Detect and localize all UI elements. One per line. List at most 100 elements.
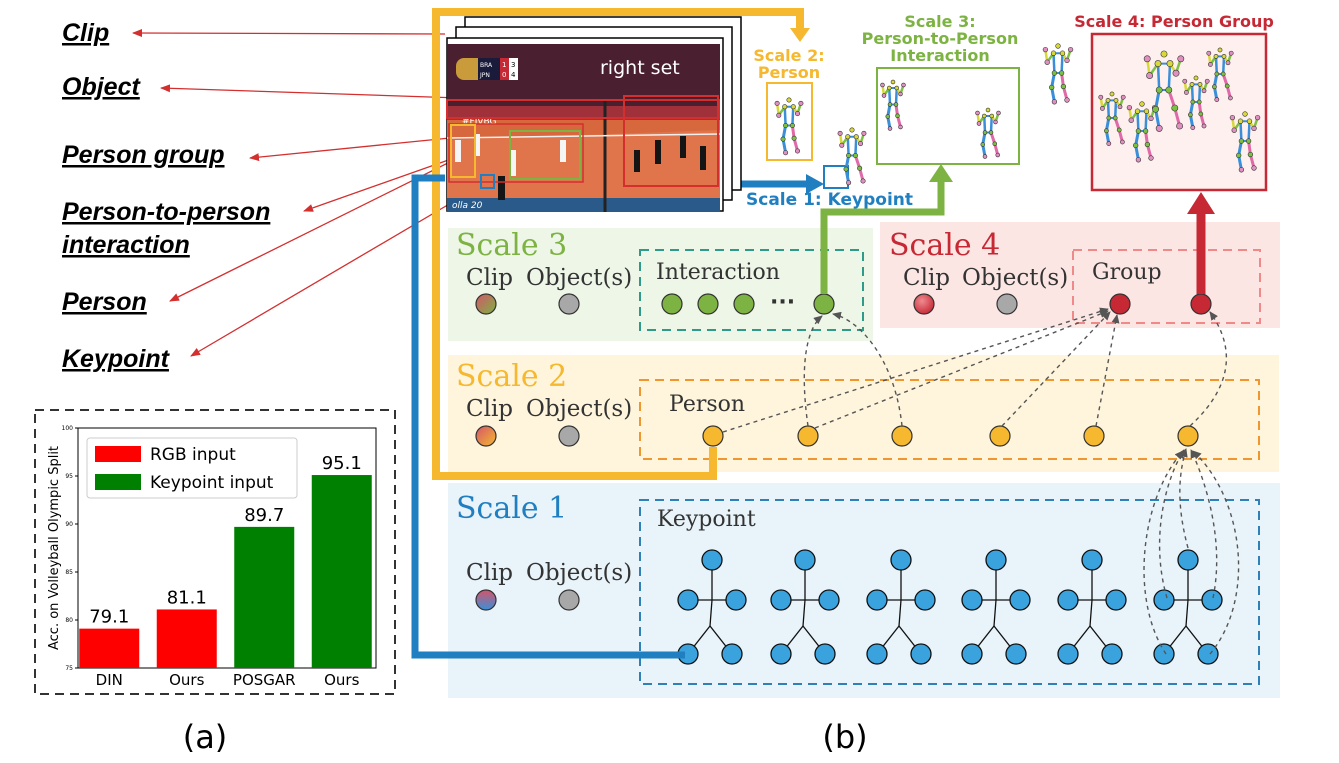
scale2-top-label-1: Scale 2: — [753, 46, 824, 65]
keypoint-node — [914, 589, 936, 611]
scale1-clip-node — [475, 589, 497, 611]
label-keypoint: Keypoint — [62, 345, 171, 373]
footer-text: olla 20 — [452, 201, 483, 211]
chart-bars: 79.181.189.795.1 — [79, 453, 372, 668]
score-team2: JPN — [479, 72, 490, 79]
label-object: Object — [62, 73, 141, 101]
keypoint-node — [1197, 643, 1219, 665]
blue-connector — [411, 174, 685, 659]
keypoint-dashed-box — [639, 499, 1260, 685]
person-bbox — [450, 124, 476, 178]
person-node — [1083, 425, 1105, 447]
score-2b: 4 — [511, 71, 516, 79]
person-node — [797, 425, 819, 447]
chart-y-tick-label: 95 — [65, 473, 73, 480]
chart-y-tick-label: 100 — [62, 425, 74, 432]
chart-bar — [156, 609, 217, 668]
arrow-person — [169, 151, 471, 302]
players-white — [455, 134, 566, 176]
keypoint-node — [866, 589, 888, 611]
label-p2p-line2: interaction — [62, 231, 190, 259]
keypoint-node — [814, 643, 836, 665]
scale3-panel — [448, 228, 873, 341]
chart-x-tick-label: DIN — [96, 671, 123, 689]
scale3-top-label-3: Interaction — [890, 46, 990, 65]
scale2-person-box — [766, 82, 813, 161]
label-p2p-line1: Person-to-person — [62, 198, 270, 226]
person-node — [1177, 425, 1199, 447]
edge-keypoint-to-person — [1158, 449, 1185, 599]
blue-arrowhead — [806, 174, 824, 194]
keypoint-node — [1057, 643, 1079, 665]
scale4-objects-label: Object(s) — [962, 265, 1068, 291]
scale1-title: Scale 1 — [456, 491, 567, 526]
scale4-title: Scale 4 — [889, 228, 1000, 263]
keypoint-node — [794, 549, 816, 571]
group-dashed-box — [1072, 249, 1261, 324]
keypoint-node — [1009, 589, 1031, 611]
keypoint-node — [1101, 643, 1123, 665]
caption-a: (a) — [183, 718, 228, 756]
scale2-objects-label: Object(s) — [526, 396, 632, 422]
keypoint-node — [818, 589, 840, 611]
edge-person-to-group — [1189, 311, 1227, 427]
keypoint-node — [890, 549, 912, 571]
chart-bar — [311, 475, 372, 668]
green-arrowhead — [929, 164, 953, 182]
edge-person-to-interaction — [803, 315, 823, 427]
keypoint-bbox — [480, 174, 495, 189]
scale2-clip-node — [475, 425, 497, 447]
interaction-node — [661, 293, 683, 315]
group-bbox-left — [448, 123, 584, 183]
scale2-clip-label: Clip — [466, 396, 513, 422]
pose-skeleton — [880, 79, 906, 131]
label-person: Person — [62, 288, 147, 316]
scale1-clip-label: Clip — [466, 560, 513, 586]
scale2-panel — [448, 355, 1279, 472]
pose-skeleton — [1143, 50, 1185, 132]
keypoint-node — [1057, 589, 1079, 611]
scale1-object-node — [558, 589, 580, 611]
chart-y-tick-label: 80 — [65, 617, 73, 624]
scale3-object-node — [558, 293, 580, 315]
scale2-title: Scale 2 — [456, 359, 567, 394]
group-node — [1190, 293, 1212, 315]
scale1-keypoint-label: Keypoint — [657, 507, 756, 532]
interaction-bbox — [509, 130, 581, 180]
edge-person-to-group — [1001, 311, 1111, 427]
keypoint-node — [961, 643, 983, 665]
scale3-interaction-label: Interaction — [656, 260, 780, 285]
keypoint-graph — [677, 549, 747, 665]
keypoint-node — [721, 643, 743, 665]
person-dashed-box — [639, 379, 1260, 460]
chart-axes-frame — [77, 427, 377, 669]
keypoint-node — [866, 643, 888, 665]
scale3-objects-label: Object(s) — [526, 265, 632, 291]
chart-y-tick-label: 90 — [65, 521, 73, 528]
scale1-panel — [448, 483, 1280, 698]
scale4-object-node — [996, 293, 1018, 315]
chart-x-tick-label: Ours — [324, 671, 359, 689]
keypoint-graph — [770, 549, 840, 665]
keypoint-node — [677, 589, 699, 611]
dashed-edges — [722, 307, 1240, 655]
chart-legend-label: Keypoint input — [150, 473, 274, 493]
keypoint-node — [1105, 589, 1127, 611]
chart-legend-label: RGB input — [150, 445, 236, 465]
scale4-clip-node — [913, 293, 935, 315]
chart-x-tick-label: POSGAR — [233, 671, 296, 689]
yellow-connector — [432, 8, 804, 480]
yellow-arrowhead — [790, 28, 810, 42]
chart-data-label: 89.7 — [244, 505, 284, 526]
scale1-objects-label: Object(s) — [526, 560, 632, 586]
pose-skeleton — [1206, 47, 1234, 102]
label-clip: Clip — [62, 19, 109, 47]
interaction-node — [813, 293, 835, 315]
edge-person-to-interaction — [832, 311, 903, 427]
keypoint-node — [701, 549, 723, 571]
scale2-object-node — [558, 425, 580, 447]
pose-skeleton — [1098, 91, 1126, 146]
pose-skeletons — [774, 43, 1261, 186]
hashtag-text: #FIVBG — [462, 117, 497, 127]
